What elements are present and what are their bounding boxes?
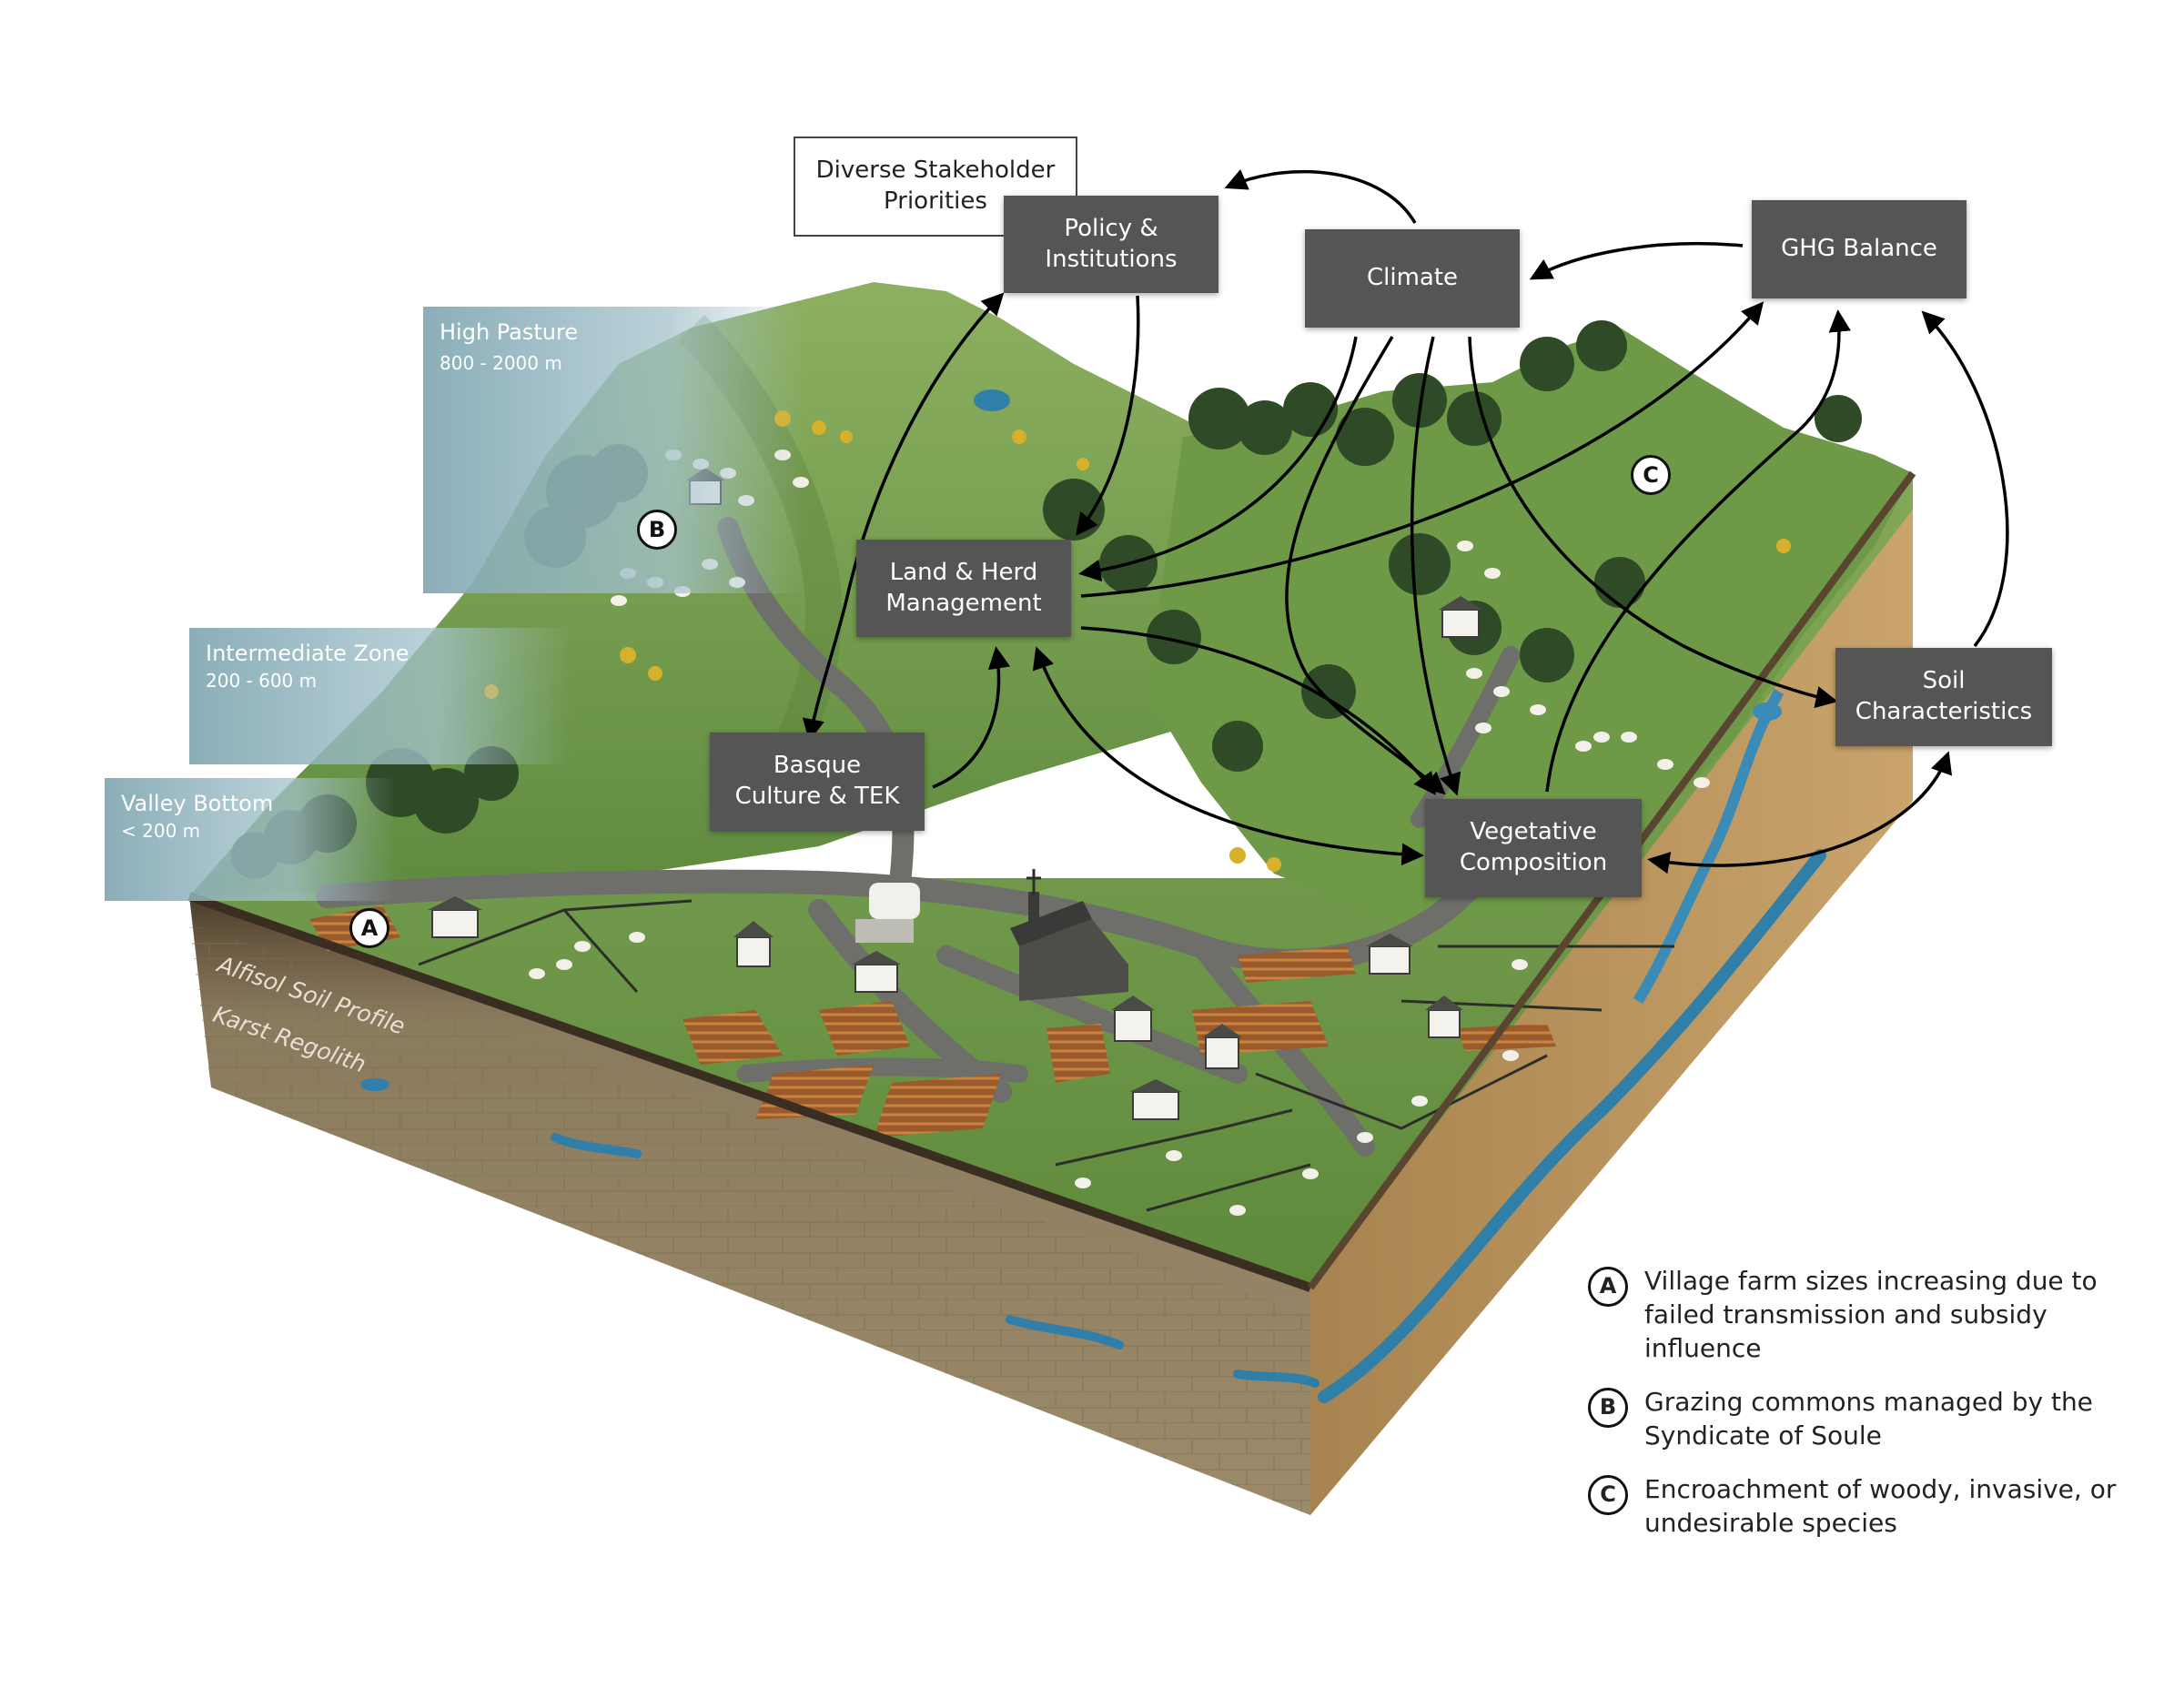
arrow-policy-land <box>1076 295 1140 536</box>
legend-item-a: A Village farm sizes increasing due to f… <box>1588 1265 2134 1366</box>
legend-text-c: Encroachment of woody, invasive, or unde… <box>1644 1473 2117 1538</box>
arrow-land-veg-low <box>1032 646 1424 866</box>
zone-high-range: 800 - 2000 m <box>440 352 562 374</box>
arrow-land-ghg <box>1080 301 1764 598</box>
marker-a: A <box>349 908 389 948</box>
zone-intermediate: Intermediate Zone 200 - 600 m <box>189 628 571 764</box>
box-vegetative-composition: Vegetative Composition <box>1425 799 1642 897</box>
zone-intermediate-title: Intermediate Zone <box>206 641 410 666</box>
zone-valley-bottom: Valley Bottom < 200 m <box>105 778 396 901</box>
road-village-4 <box>1191 936 1375 1157</box>
house-roofs <box>428 468 1482 1092</box>
arrow-climate-land <box>1078 336 1358 582</box>
road-village-3 <box>737 1057 1028 1083</box>
box-basque-culture-tek: Basque Culture & TEK <box>710 733 925 831</box>
legend-text-a: Village farm sizes increasing due to fai… <box>1644 1266 2098 1363</box>
arrow-climate-policy <box>1224 169 1417 224</box>
marker-c: C <box>1631 455 1671 495</box>
front-groundwater-4 <box>360 1078 389 1091</box>
front-groundwater-1 <box>551 1133 642 1158</box>
mountain-pond <box>974 389 1010 411</box>
monument <box>855 883 920 943</box>
marker-b: B <box>637 510 677 550</box>
front-groundwater-2 <box>1006 1315 1124 1349</box>
arrow-climate-veg-2 <box>1410 336 1461 796</box>
arrow-soil-ghg <box>1921 310 2009 648</box>
box-ghg-balance: GHG Balance <box>1752 200 1967 298</box>
valley-floor <box>189 473 1913 1288</box>
zone-valley-title: Valley Bottom <box>121 791 274 816</box>
legend-marker-a: A <box>1588 1267 1628 1307</box>
legend-item-b: B Grazing commons managed by the Syndica… <box>1588 1386 2134 1453</box>
arrow-climate-soil <box>1468 336 1838 709</box>
road-village-2 <box>936 945 1248 1084</box>
church <box>1010 869 1128 1001</box>
arrow-ghg-climate <box>1529 241 1744 280</box>
arrow-veg-ghg <box>1545 309 1851 793</box>
box-land-herd-management: Land & Herd Management <box>856 540 1071 637</box>
side-groundwater <box>1318 849 1826 1403</box>
zone-high-pasture: High Pasture 800 - 2000 m <box>423 307 805 593</box>
box-climate: Climate <box>1305 229 1520 328</box>
legend-item-c: C Encroachment of woody, invasive, or un… <box>1588 1473 2134 1541</box>
fences <box>418 899 1674 1212</box>
zone-high-title: High Pasture <box>440 319 579 345</box>
front-topsoil-band <box>187 892 1312 1292</box>
legend-marker-b: B <box>1588 1387 1628 1428</box>
road-hill-right <box>1410 646 1520 828</box>
arrow-policy-basque <box>802 292 1005 742</box>
front-groundwater-3 <box>1233 1370 1320 1388</box>
legend: A Village farm sizes increasing due to f… <box>1588 1265 2134 1561</box>
side-spring <box>1753 702 1782 721</box>
box-soil-characteristics: Soil Characteristics <box>1835 648 2052 746</box>
arrow-veg-soil <box>1647 751 1952 874</box>
causal-arrows <box>802 169 2009 874</box>
legend-marker-c: C <box>1588 1474 1628 1515</box>
arrow-basque-land <box>932 646 1011 789</box>
legend-text-b: Grazing commons managed by the Syndicate… <box>1644 1386 2093 1450</box>
zone-intermediate-range: 200 - 600 m <box>206 670 318 692</box>
front-soil-bricks <box>189 924 1310 1515</box>
zone-valley-range: < 200 m <box>121 820 201 842</box>
box-policy-institutions: Policy & Institutions <box>1004 196 1218 293</box>
